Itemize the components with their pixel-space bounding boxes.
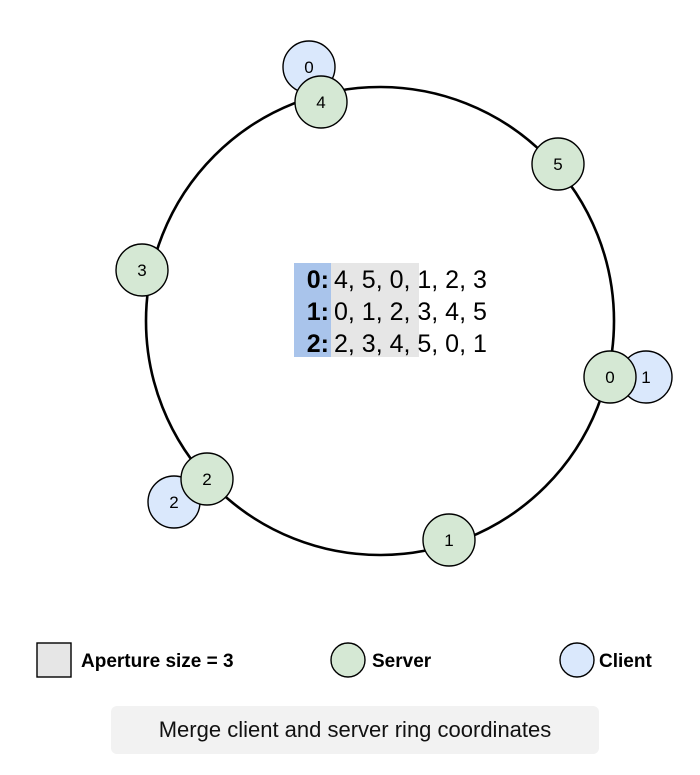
table-row-key: 2: — [307, 330, 329, 358]
server-node-label: 3 — [137, 261, 146, 280]
server-node-circle — [115, 243, 169, 297]
key-column-highlight — [294, 263, 331, 357]
client-node-label: 2 — [169, 493, 178, 512]
aperture-legend-label: Aperture size = 3 — [81, 651, 234, 672]
hash-ring — [144, 85, 616, 557]
caption: Merge client and server ring coordinates — [111, 706, 599, 754]
coordinate-table: 0: 4, 5, 0, 1, 2, 3 1: 0, 1, 2, 3, 4, 5 … — [294, 263, 487, 358]
server-node-circle — [531, 137, 585, 191]
server-legend-label: Server — [372, 651, 432, 672]
server-node: 0 — [583, 350, 637, 404]
server-node: 3 — [115, 243, 169, 297]
table-row-key: 0: — [307, 266, 329, 294]
server-node-circle — [180, 452, 234, 506]
table-row-values: 2, 3, 4, 5, 0, 1 — [334, 330, 487, 358]
table-row-key: 1: — [307, 298, 329, 326]
server-node-circle — [422, 513, 476, 567]
table-row-values: 0, 1, 2, 3, 4, 5 — [334, 298, 487, 326]
client-legend-swatch — [559, 642, 595, 678]
server-node-label: 4 — [316, 93, 325, 112]
server-legend-swatch — [330, 642, 366, 678]
server-node: 2 — [180, 452, 234, 506]
server-node-label: 5 — [553, 155, 562, 174]
server-node: 4 — [294, 75, 348, 129]
server-node: 1 — [422, 513, 476, 567]
legend: Aperture size = 3 Server Client — [36, 642, 652, 678]
server-node-circle — [583, 350, 637, 404]
server-node: 5 — [531, 137, 585, 191]
server-node-circle — [294, 75, 348, 129]
server-node-label: 1 — [444, 531, 453, 550]
aperture-window-highlight — [331, 263, 419, 357]
table-row-values: 4, 5, 0, 1, 2, 3 — [334, 266, 487, 294]
client-node-label: 0 — [304, 58, 313, 77]
client-legend-label: Client — [599, 651, 652, 672]
client-node-label: 1 — [641, 368, 650, 387]
server-node-label: 2 — [202, 470, 211, 489]
server-node-label: 0 — [605, 368, 614, 387]
aperture-legend-swatch — [36, 642, 72, 678]
